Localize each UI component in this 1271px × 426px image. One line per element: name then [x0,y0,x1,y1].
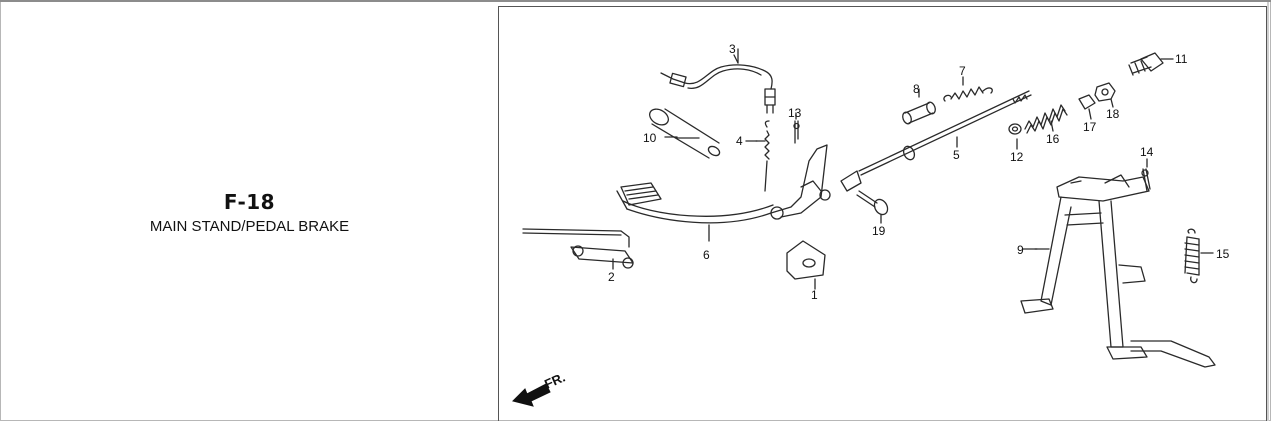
top-border [0,0,1271,2]
part-17-joint [1078,94,1096,120]
part-13-cotter-pin [793,112,800,144]
part-11-bolt [1128,52,1174,76]
part-5-brake-rod [840,90,1032,192]
callout-3: 3 [729,42,736,56]
callout-7: 7 [959,64,966,78]
callout-10: 10 [643,131,657,145]
section-code: F-18 [223,190,276,214]
callout-12: 12 [1010,150,1024,164]
front-direction-label: FR. [542,370,567,392]
part-9-main-stand [1020,174,1216,368]
part-14-cotter-pin [1141,158,1151,192]
parts-diagram: FR. 1 2 3 4 5 6 7 8 9 10 11 12 13 14 15 … [512,42,1230,407]
part-12-washer [1008,123,1022,150]
callout-5: 5 [953,148,960,162]
callout-9: 9 [1017,243,1024,257]
part-18-nut [1094,82,1116,108]
part-1-bracket [786,240,826,290]
part-16-spring [1024,104,1068,134]
callout-16: 16 [1046,132,1060,146]
callout-4: 4 [736,134,743,148]
callout-19: 19 [872,224,886,238]
part-19-joint-pin [856,190,889,224]
part-7-spring [943,76,993,102]
leader-3 [733,54,739,64]
callout-13: 13 [788,106,802,120]
callout-18: 18 [1106,107,1120,121]
section-info-panel: F-18 MAIN STAND/PEDAL BRAKE [2,2,497,419]
front-direction-arrow-icon [512,383,551,407]
callout-11: 11 [1175,52,1188,66]
callout-14: 14 [1140,145,1154,159]
part-4-return-spring [755,120,770,192]
callout-15: 15 [1216,247,1230,261]
callout-1: 1 [811,288,818,302]
part-6-brake-pedal [616,144,831,242]
part-8-collar [902,88,936,125]
part-2-rod-stopper [522,228,634,270]
part-3-brake-switch [660,48,776,114]
part-10-pivot-pipe [649,108,721,159]
callout-2: 2 [608,270,615,284]
callout-6: 6 [703,248,710,262]
callout-8: 8 [913,82,920,96]
section-title: MAIN STAND/PEDAL BRAKE [149,218,350,235]
callout-17: 17 [1083,120,1097,134]
right-scroll-edge [1267,2,1269,421]
parts-diagram-panel: FR. 1 2 3 4 5 6 7 8 9 10 11 12 13 14 15 … [498,6,1267,421]
part-15-stand-spring [1184,228,1214,284]
